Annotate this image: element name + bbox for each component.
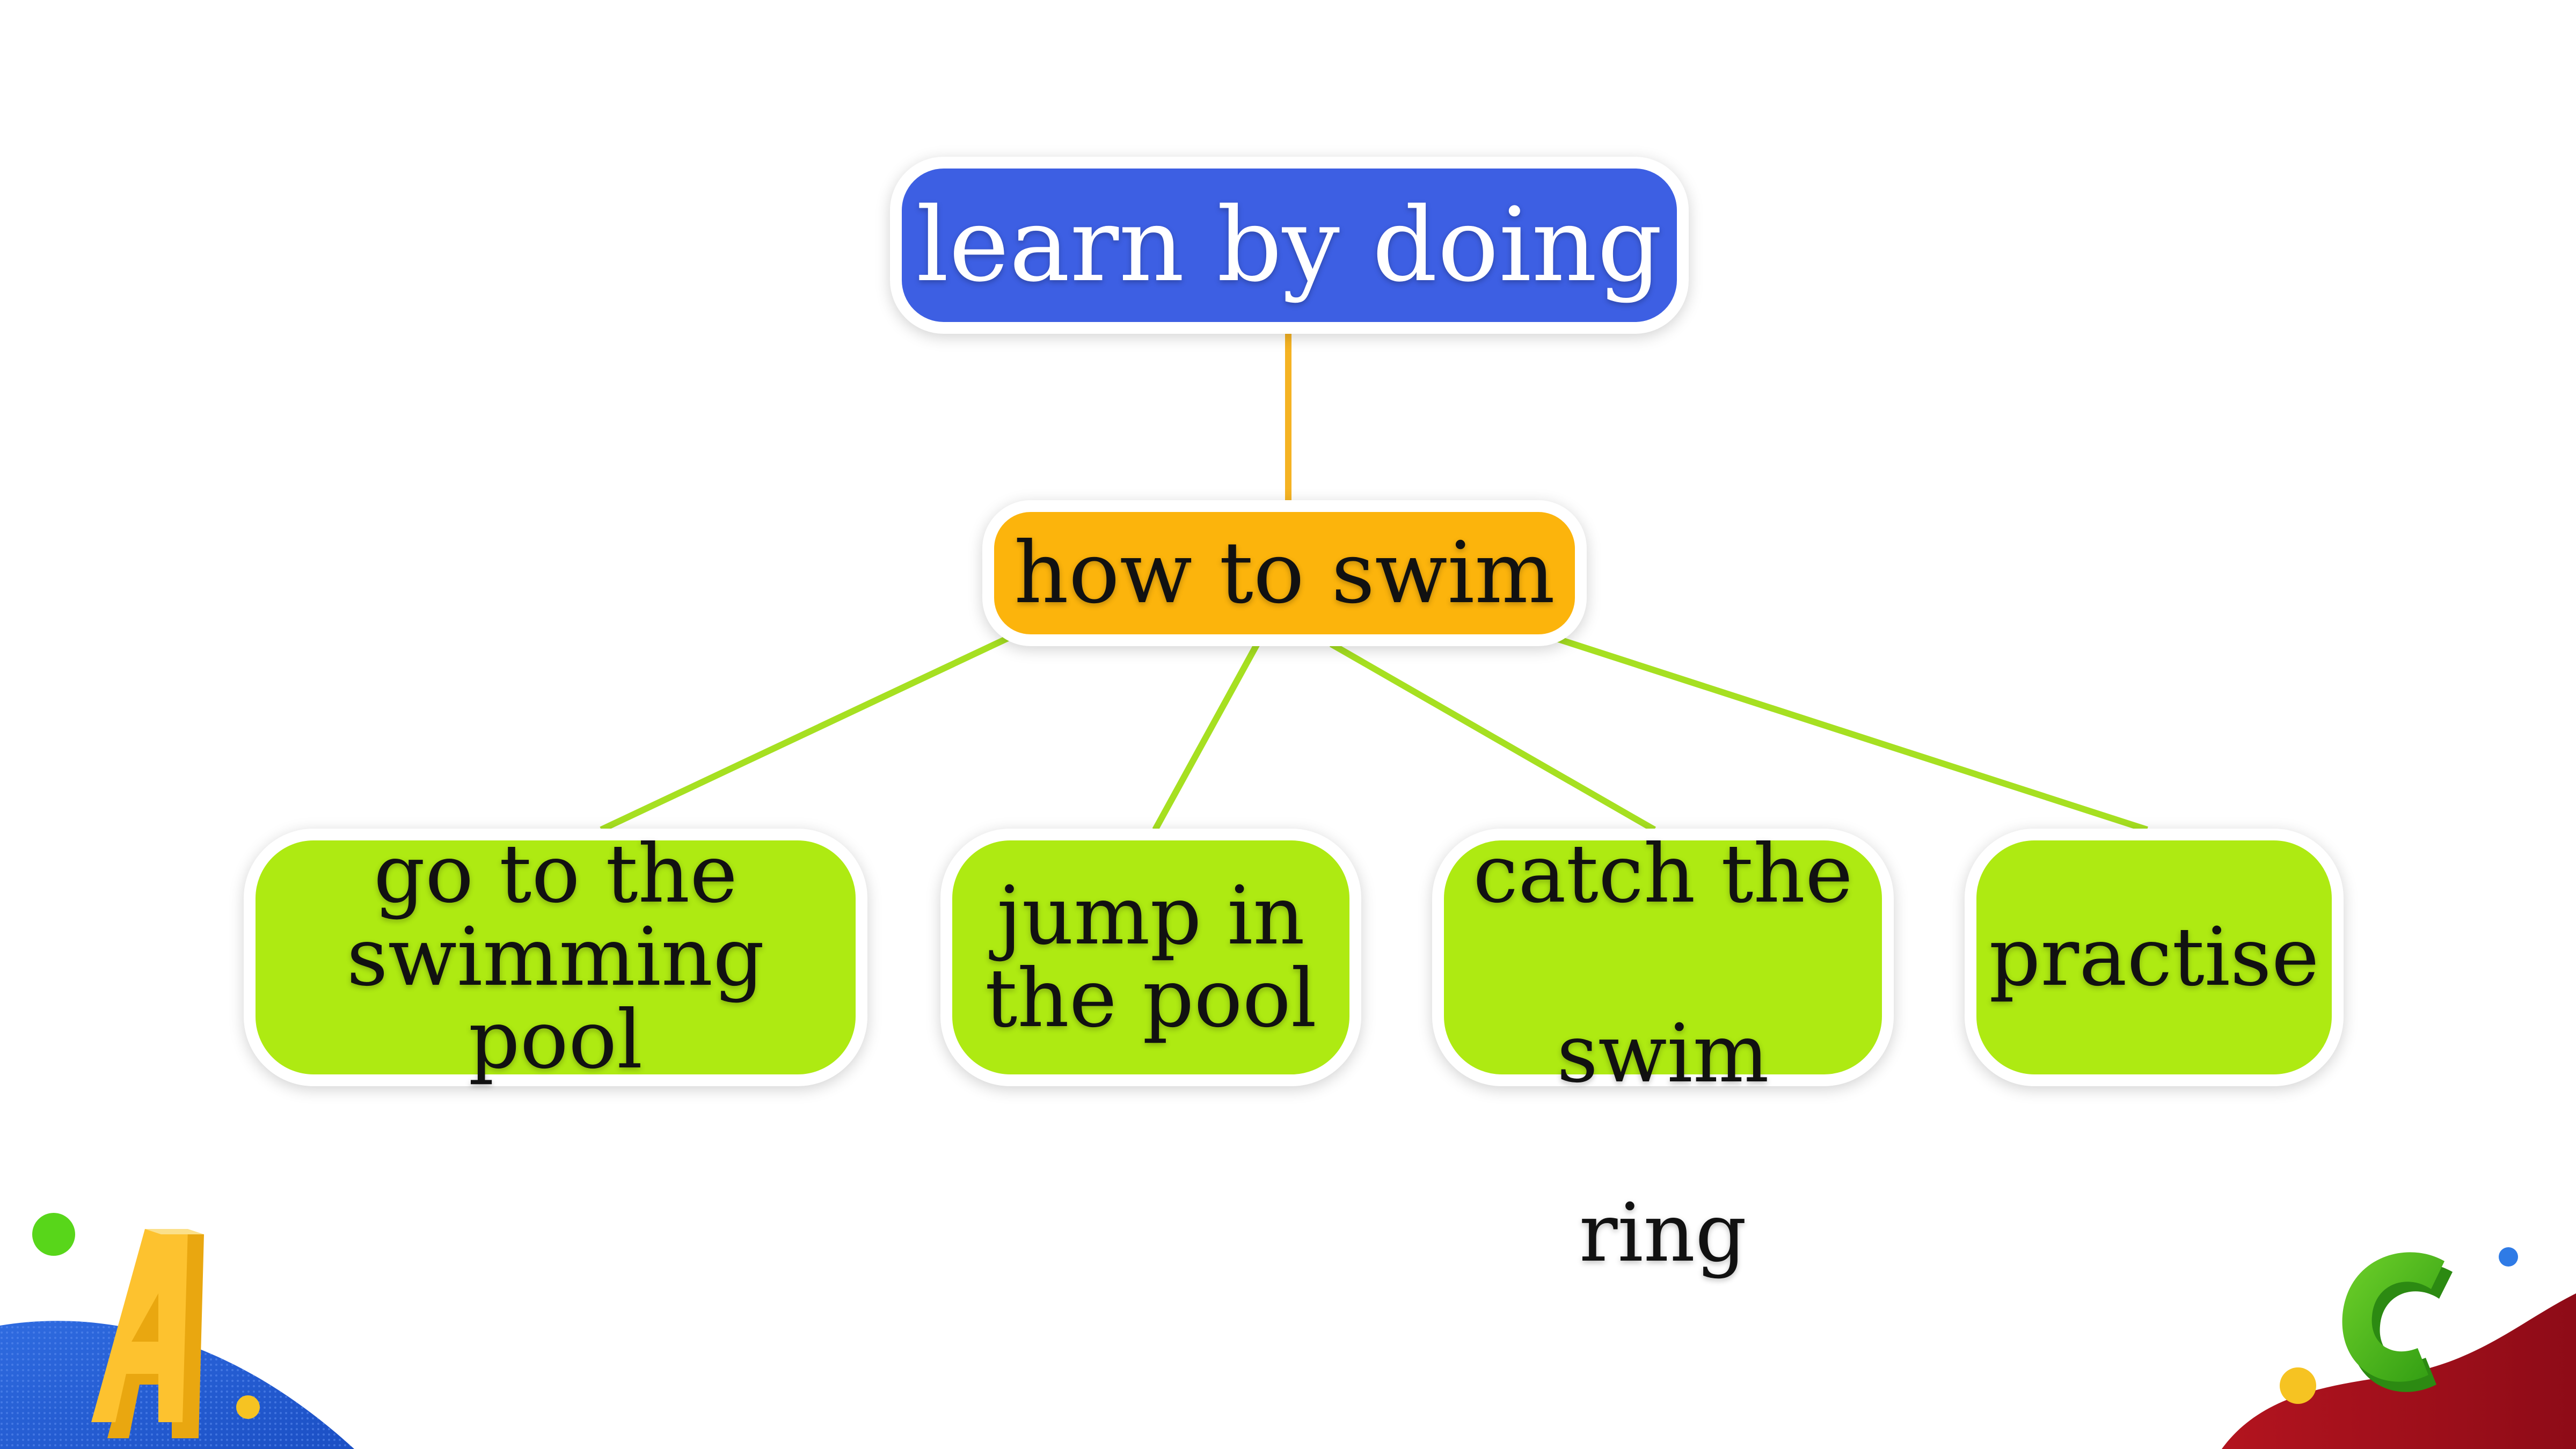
blue-dot-icon xyxy=(2499,1247,2518,1267)
decoration-bottom-left xyxy=(0,1213,354,1449)
connector-child-to-leaf-2 xyxy=(1152,642,1260,831)
letter-c-icon xyxy=(2342,1252,2453,1392)
leaf-node-label: practise xyxy=(1989,916,2319,999)
leaf-node-label: jump in the pool xyxy=(985,869,1317,1045)
leaf-node-go-to-pool: go to the swimming pool xyxy=(244,829,867,1086)
root-node: learn by doing xyxy=(890,157,1689,334)
leaf-line: practise xyxy=(1989,910,2319,1004)
child-node-label: how to swim xyxy=(1014,523,1555,623)
leaf-line: go to the xyxy=(374,828,738,921)
connector-child-to-leaf-4 xyxy=(1556,635,2148,833)
leaf-line: the pool xyxy=(985,952,1317,1045)
letter-a-icon xyxy=(91,1229,204,1438)
leaf-node-jump-in: jump in the pool xyxy=(940,829,1361,1086)
leaf-node-catch-ring: catch the swim ring xyxy=(1432,829,1894,1275)
decoration-bottom-right xyxy=(2222,1247,2576,1449)
leaf-node-label: catch the swim ring xyxy=(1473,736,1853,1275)
yellow-dot-icon xyxy=(236,1395,260,1419)
leaf-line: swimming pool xyxy=(346,910,765,1087)
leaf-line: jump in xyxy=(997,869,1305,963)
child-node-how-to-swim: how to swim xyxy=(982,500,1587,646)
leaf-line: catch the xyxy=(1473,828,1853,921)
leaf-line: ring xyxy=(1579,1187,1747,1280)
leaf-line: swim xyxy=(1557,1007,1769,1101)
connector-child-to-leaf-1 xyxy=(600,634,1011,833)
yellow-dot-icon xyxy=(2280,1367,2316,1404)
leaf-node-practise: practise xyxy=(1965,829,2344,1086)
connector-child-to-leaf-3 xyxy=(1330,641,1656,833)
root-node-label: learn by doing xyxy=(916,186,1663,305)
green-dot-icon xyxy=(32,1213,75,1256)
leaf-node-label: go to the swimming pool xyxy=(256,833,856,1082)
